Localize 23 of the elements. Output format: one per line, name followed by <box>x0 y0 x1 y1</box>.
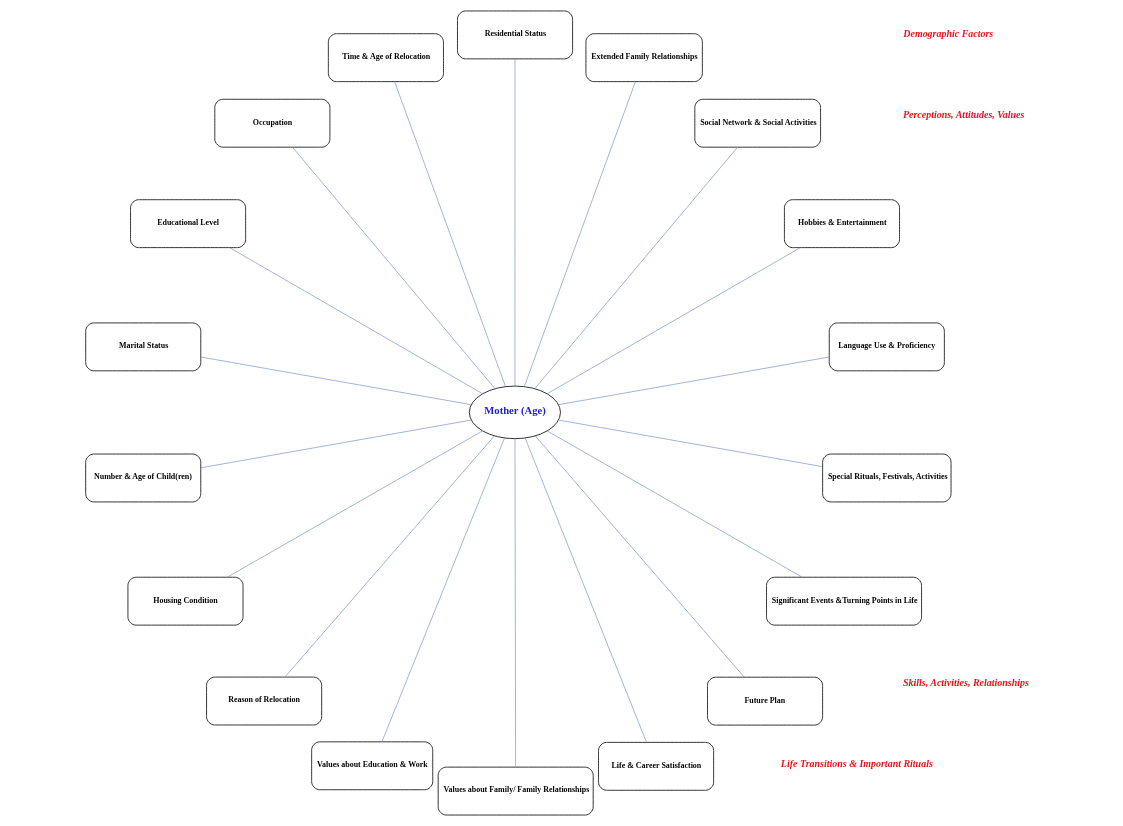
connector <box>524 437 647 743</box>
connector <box>514 58 516 387</box>
connector <box>394 81 506 387</box>
label: Skills, Activities, Relationships <box>902 677 1029 689</box>
label: Demographic Factors <box>903 27 994 39</box>
connector <box>292 146 496 390</box>
connector <box>200 356 472 405</box>
node-ellipse: Mother (Age) <box>468 385 561 440</box>
connector <box>381 437 505 743</box>
connector <box>284 435 495 678</box>
connector <box>546 247 801 395</box>
connector <box>547 430 803 578</box>
connector <box>227 430 483 578</box>
connector <box>523 81 636 387</box>
connector <box>558 356 830 405</box>
connector <box>200 419 472 469</box>
connector <box>558 419 823 467</box>
label: Life Transitions & Important Rituals <box>780 758 933 770</box>
connector <box>535 435 745 678</box>
connector <box>534 146 738 390</box>
connector <box>514 438 516 768</box>
connector <box>229 247 483 395</box>
label: Perceptions, Attitudes, Values <box>902 109 1025 120</box>
